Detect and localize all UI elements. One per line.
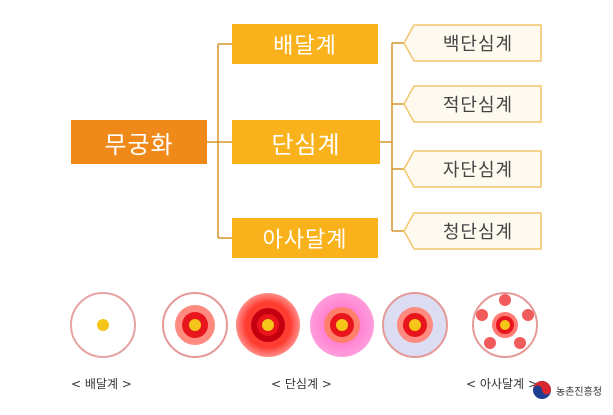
subtype-label: 청단심계 [442,222,514,243]
category-node-baedal: 배달계 [232,24,378,64]
caption-dansim: < 단심계 > [271,377,332,391]
caption-baedal: < 배달계 > [71,377,132,391]
rda-logo: 농촌진흥청 [532,380,602,400]
flower-dansim-red [236,293,300,357]
caption-asadal: < 아사달계 > [466,377,538,391]
flower-illustrations [70,292,538,358]
subtype-label: 자단심계 [442,160,514,181]
subtype-label: 백단심계 [442,34,514,55]
subtype-node-baekdansim: 백단심계 [402,24,542,62]
subtype-node-jeokdansim: 적단심계 [402,85,542,123]
flower-dansim-lavender [382,292,448,358]
flower-dansim-white [162,292,228,358]
flower-asadal [472,292,538,358]
subtype-node-cheongdansim: 청단심계 [402,212,542,250]
category-node-asadal: 아사달계 [232,218,378,258]
subtype-node-jadansim: 자단심계 [402,150,542,188]
category-node-dansim: 단심계 [232,120,380,164]
subtype-label: 적단심계 [442,95,514,116]
flower-baedal [70,292,136,358]
logo-text: 농촌진흥청 [556,386,602,398]
root-node: 무궁화 [71,120,207,164]
taeguk-emblem-icon [533,381,551,399]
flower-dansim-pink [310,293,374,357]
